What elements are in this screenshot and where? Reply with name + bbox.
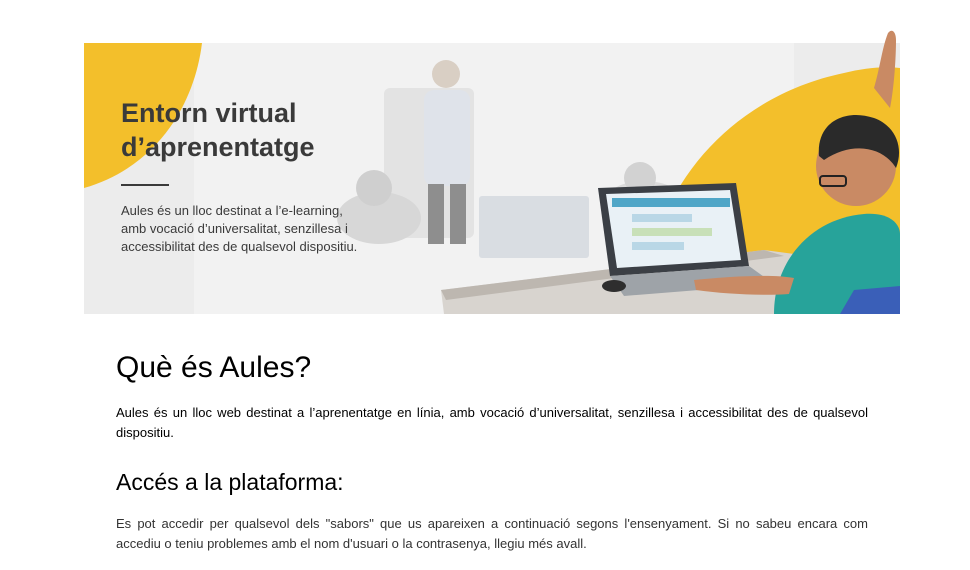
teacher-body: [424, 90, 470, 186]
laptop-keyboard: [610, 266, 774, 296]
access-heading: Accés a la plataforma:: [116, 469, 344, 495]
teacher-leg: [450, 184, 466, 244]
banner-title: Entorn virtual d’aprenentatge: [121, 98, 315, 162]
banner-text-block: Entorn virtual d’aprenentatge Aules és u…: [121, 96, 421, 256]
background-laptop: [479, 196, 589, 258]
hero-banner: Entorn virtual d’aprenentatge Aules és u…: [84, 28, 900, 324]
access-paragraph: Es pot accedir per qualsevol dels "sabor…: [116, 516, 868, 551]
laptop-screen-block: [632, 214, 692, 222]
boy-hair: [818, 114, 900, 168]
banner-divider: [121, 184, 169, 186]
boy-raised-hand: [874, 30, 896, 108]
boy-glasses: [819, 175, 847, 187]
mouse: [602, 280, 626, 292]
hero-illustration: [84, 28, 900, 314]
chair-back: [840, 286, 900, 314]
page-title: Què és Aules?: [116, 351, 312, 384]
teacher-head: [432, 60, 460, 88]
teacher-leg: [428, 184, 444, 244]
boy-arm: [694, 275, 794, 295]
banner-description: Aules és un lloc destinat a l’e-learning…: [121, 203, 358, 254]
laptop-screen-header: [612, 198, 730, 207]
laptop-screen-block: [632, 242, 684, 250]
student-head: [356, 170, 392, 206]
main-content: Què és Aules? Aules és un lloc web desti…: [116, 348, 868, 554]
laptop-screen-block: [632, 228, 712, 236]
intro-paragraph: Aules és un lloc web destinat a l’aprene…: [116, 405, 868, 440]
student-head: [624, 162, 656, 194]
student-silhouette: [337, 192, 421, 244]
yellow-corner-shape: [84, 43, 202, 188]
